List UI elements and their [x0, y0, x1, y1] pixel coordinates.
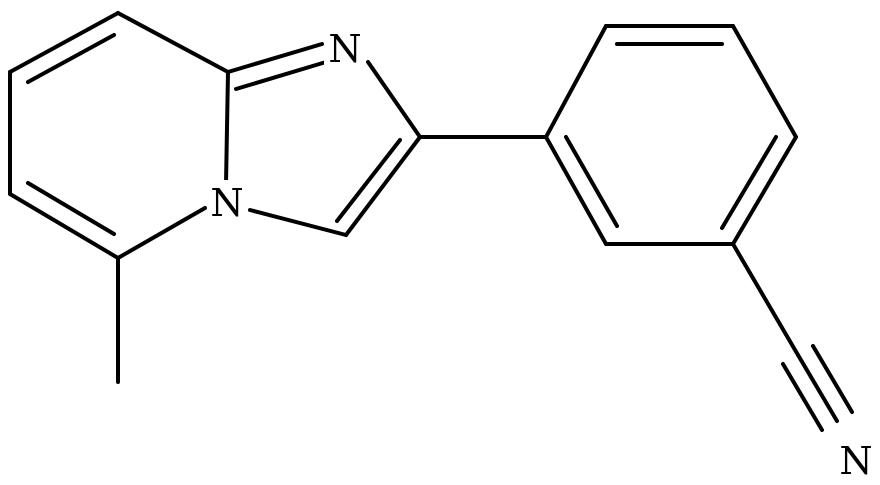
bond-c2-c3 — [344, 135, 422, 237]
bond-ar4-ar5-inner — [720, 135, 778, 230]
bond-c8a-n1 — [226, 42, 324, 74]
atom-symbol: N — [328, 27, 361, 71]
bond-ar5-cn — [731, 242, 800, 357]
bond-c3-n4 — [248, 208, 348, 237]
bond-c2-c3-inner — [335, 138, 402, 223]
bond-cn-triple-b — [781, 362, 824, 432]
bond-c5-c6-inner — [26, 181, 116, 236]
atom-symbol: N — [210, 181, 243, 225]
bond-cn-triple-a — [796, 353, 839, 423]
imidazole-ring — [226, 42, 422, 237]
bond-c5-n4 — [116, 206, 207, 260]
atom-label-n-nitrile: N — [836, 438, 876, 483]
bond-c8-c8a — [116, 11, 230, 74]
bond-n1-c2 — [366, 60, 422, 139]
atom-symbol: N — [839, 439, 872, 483]
bond-c7-c8 — [8, 11, 120, 74]
bond-n4-c8a — [224, 70, 230, 186]
atom-label-n-bridge: N — [207, 180, 247, 225]
bond-ar6-ar1 — [544, 135, 608, 246]
bond-c8a-n1-inner — [234, 60, 328, 91]
bond-ar6-ar1-inner — [564, 135, 619, 228]
bond-c7-c8-inner — [26, 33, 116, 84]
bond-ar1-ar2 — [544, 24, 608, 139]
benzene-ring — [544, 24, 798, 246]
bond-ar3-ar4 — [731, 24, 798, 139]
bond-ar4-ar5 — [731, 135, 798, 246]
bond-c5-c6 — [8, 192, 120, 260]
atom-label-n-imidazole: N — [324, 26, 366, 71]
nitrile-group — [731, 242, 854, 432]
pyridine-ring — [8, 11, 230, 384]
bond-cn-triple-c — [811, 344, 854, 414]
